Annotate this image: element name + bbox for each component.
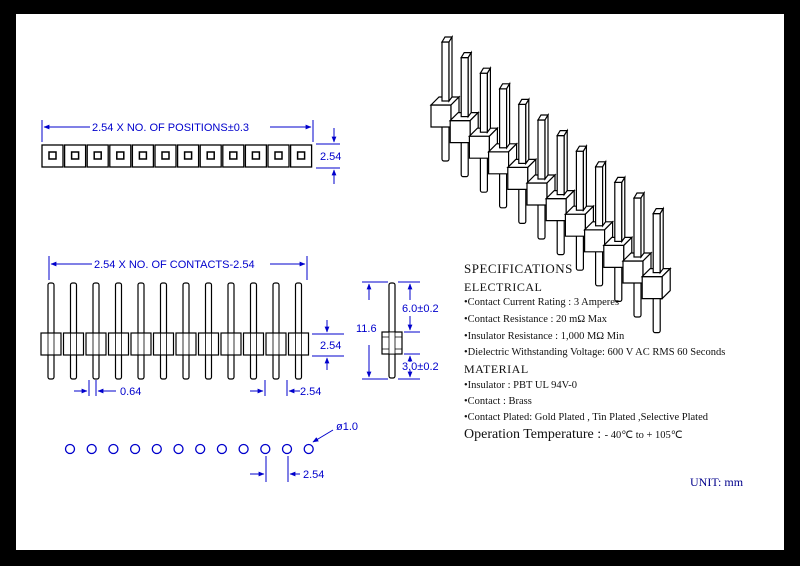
top-view: 2.54 X NO. OF POSITIONS±0.3 2.54 [41,120,341,184]
top-view-length-label: 2.54 X NO. OF POSITIONS±0.3 [92,122,249,134]
position-square [267,144,290,168]
position-square [289,144,313,168]
electrical-heading: ELECTRICAL [464,280,543,294]
pcb-hole [173,443,184,455]
pcb-hole [216,443,228,455]
spec-contact-resistance: •Contact Resistance : 20 mΩ Max [464,314,607,325]
position-square [86,144,109,168]
front-view-pins [40,282,310,380]
position-square [41,144,64,168]
insulator-height-label: 2.54 [320,340,341,352]
pcb-hole [129,443,141,455]
front-pin [197,282,220,380]
pcb-holes [64,443,314,455]
position-square [63,144,87,168]
front-pin [85,282,107,380]
pin-width-label: 0.64 [120,386,141,398]
iso-pin [583,159,615,287]
front-pin [107,282,130,380]
front-view-length-label: 2.54 X NO. OF CONTACTS-2.54 [94,259,255,271]
spec-contact-material: •Contact : Brass [464,396,532,407]
pcb-pitch-label: 2.54 [303,469,324,481]
position-square [244,144,268,168]
spec-dielectric-voltage: •Dielectric Withstanding Voltage: 600 V … [464,347,726,358]
front-pin [287,282,310,380]
front-pin [220,282,242,380]
top-view-positions [41,144,313,168]
pcb-hole [195,443,206,455]
spec-insulator-material: •Insulator : PBT UL 94V-0 [464,380,577,391]
iso-pin [602,175,634,302]
pcb-hole [86,443,97,455]
front-pin [175,282,197,380]
total-length-label: 11.6 [356,323,377,335]
pcb-hole [281,443,293,455]
spec-insulator-resistance: •Insulator Resistance : 1,000 MΩ Min [464,331,625,342]
isometric-view [429,34,672,334]
pcb-hole [303,443,314,455]
pcb-hole [151,443,162,455]
pcb-hole [108,443,119,455]
position-square [199,144,222,168]
side-view: 11.6 6.0±0.2 3.0±0.2 [356,281,439,380]
position-square [131,144,155,168]
iso-pin [640,206,672,334]
front-view: 2.54 X NO. OF CONTACTS-2.54 2.54 0.64 2.… [40,256,344,398]
specifications-title: SPECIFICATIONS [464,261,573,276]
spec-current-rating: •Contact Current Rating : 3 Amperes [464,297,620,308]
position-square [109,144,132,168]
operation-temperature: Operation Temperature : - 40℃ to + 105℃ [464,427,683,443]
unit-label: UNIT: mm [690,475,744,489]
hole-diameter-label: ø1.0 [336,421,358,433]
front-pin [242,282,265,380]
spec-contact-plating: •Contact Plated: Gold Plated , Tin Plate… [464,412,708,423]
front-pin [152,282,175,380]
pcb-hole [64,443,76,455]
front-pin [130,282,152,380]
upper-pin-length-label: 6.0±0.2 [402,303,439,315]
position-square [222,144,245,168]
operation-temperature-label: Operation Temperature : [464,427,602,442]
front-pin [62,282,85,380]
lower-pin-length-label: 3.0±0.2 [402,361,439,373]
iso-pin [448,50,480,178]
pcb-hole [260,443,271,455]
top-view-width-label: 2.54 [320,151,341,163]
pcb-hole [238,443,249,455]
material-heading: MATERIAL [464,362,529,376]
front-pin [40,282,62,380]
pcb-layout: ø1.0 2.54 [64,421,358,482]
position-square [176,144,200,168]
operation-temperature-value: - 40℃ to + 105℃ [604,430,683,441]
front-pin [265,282,287,380]
pin-pitch-label: 2.54 [300,386,321,398]
position-square [154,144,177,168]
